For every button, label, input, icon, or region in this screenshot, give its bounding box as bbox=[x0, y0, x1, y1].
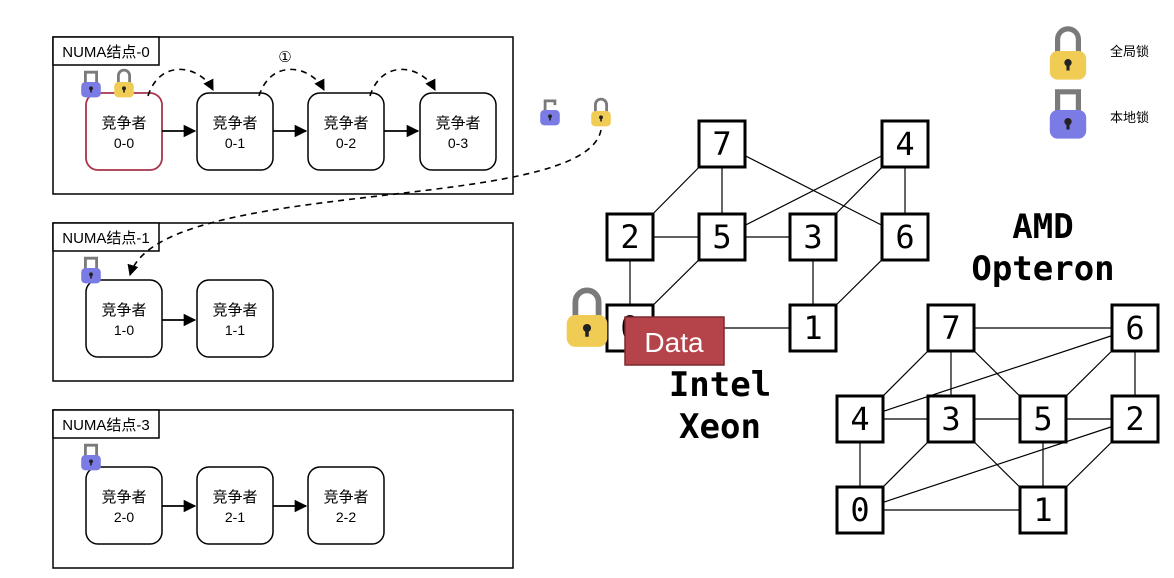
intel-xeon-topology: 7 4 2 5 3 6 0 1 Data Intel Xeon bbox=[567, 119, 930, 447]
handoff-arrow bbox=[258, 68, 325, 97]
global-lock-icon bbox=[589, 97, 613, 128]
numa-panel-0: NUMA结点-0 竞争者 0-0 竞争者 0-1 竞争者 0-2 竞争者 0-3… bbox=[52, 36, 514, 195]
global-lock-icon bbox=[567, 290, 608, 347]
node-id: 1-0 bbox=[114, 322, 134, 338]
amd-node-3 bbox=[926, 394, 976, 444]
contender-node-1-1 bbox=[196, 279, 274, 358]
local-lock-icon bbox=[79, 70, 103, 99]
contender-node-1-0 bbox=[85, 279, 163, 358]
amd-node-7 bbox=[926, 303, 976, 353]
numa-panel-title: NUMA结点-1 bbox=[62, 230, 150, 247]
intel-node-1 bbox=[788, 303, 838, 353]
node-label: 竞争者 bbox=[101, 114, 146, 132]
node-number: 2 bbox=[620, 218, 639, 256]
node-label: 竞争者 bbox=[101, 301, 146, 319]
contender-node-0-3 bbox=[419, 92, 497, 171]
node-number: 5 bbox=[1033, 400, 1052, 438]
node-id: 0-2 bbox=[336, 135, 356, 151]
node-label: 竞争者 bbox=[435, 114, 480, 132]
amd-opteron-topology: AMD Opteron 7 6 4 3 bbox=[835, 207, 1160, 535]
node-id: 2-2 bbox=[336, 509, 356, 525]
intel-node-6 bbox=[880, 212, 930, 262]
node-number: 1 bbox=[1033, 491, 1052, 529]
amd-label: Opteron bbox=[971, 249, 1114, 289]
handoff-arrow bbox=[147, 68, 214, 97]
node-number: 1 bbox=[803, 309, 822, 347]
node-id: 1-1 bbox=[225, 322, 245, 338]
node-label: 竞争者 bbox=[212, 114, 257, 132]
local-lock-icon bbox=[79, 256, 103, 285]
local-lock-icon bbox=[1050, 92, 1086, 139]
intel-node-5 bbox=[697, 212, 747, 262]
intel-node-2 bbox=[605, 212, 655, 262]
numa-panel-3: NUMA结点-3 竞争者 2-0 竞争者 2-1 竞争者 2-2 bbox=[52, 409, 514, 569]
node-id: 0-3 bbox=[448, 135, 468, 151]
node-number: 4 bbox=[850, 400, 869, 438]
amd-label: AMD bbox=[1012, 207, 1073, 247]
intel-node-7 bbox=[697, 119, 747, 169]
node-number: 6 bbox=[895, 218, 914, 256]
local-lock-icon bbox=[79, 443, 103, 472]
global-lock-icon bbox=[1050, 29, 1086, 80]
legend: 全局锁 本地锁 bbox=[1050, 29, 1149, 139]
node-number: 6 bbox=[1125, 309, 1144, 347]
node-label: 竞争者 bbox=[212, 488, 257, 506]
node-number: 4 bbox=[895, 125, 914, 163]
node-label: 竞争者 bbox=[323, 488, 368, 506]
amd-node-4 bbox=[835, 394, 885, 444]
data-label: Data bbox=[644, 327, 704, 358]
node-number: 0 bbox=[850, 491, 869, 529]
numa-panel-title: NUMA结点-3 bbox=[62, 417, 150, 434]
local-lock-open-icon bbox=[538, 99, 562, 127]
contender-node-2-2 bbox=[307, 466, 385, 545]
amd-node-5 bbox=[1018, 394, 1068, 444]
node-number: 2 bbox=[1125, 400, 1144, 438]
node-label: 竞争者 bbox=[101, 488, 146, 506]
amd-node-2 bbox=[1110, 394, 1160, 444]
intel-node-3 bbox=[788, 212, 838, 262]
amd-node-1 bbox=[1018, 485, 1068, 535]
legend-local-lock-label: 本地锁 bbox=[1110, 110, 1149, 125]
node-id: 2-1 bbox=[225, 509, 245, 525]
intel-label: Xeon bbox=[679, 407, 761, 447]
node-id: 0-0 bbox=[114, 135, 134, 151]
data-box bbox=[624, 316, 725, 366]
numa-panel-title: NUMA结点-0 bbox=[62, 44, 150, 61]
numa-panel-1: NUMA结点-1 竞争者 1-0 竞争者 1-1 bbox=[52, 222, 514, 382]
node-number: 7 bbox=[712, 125, 731, 163]
global-lock-icon bbox=[112, 68, 136, 99]
intel-node-4 bbox=[880, 119, 930, 169]
node-label: 竞争者 bbox=[212, 301, 257, 319]
node-id: 0-1 bbox=[225, 135, 245, 151]
intel-label: Intel bbox=[669, 365, 771, 405]
node-id: 2-0 bbox=[114, 509, 134, 525]
node-number: 3 bbox=[941, 400, 960, 438]
handoff-arrow bbox=[369, 68, 436, 97]
node-number: 3 bbox=[803, 218, 822, 256]
step-marker: ① bbox=[278, 49, 291, 66]
legend-global-lock-label: 全局锁 bbox=[1110, 44, 1149, 59]
node-number: 5 bbox=[712, 218, 731, 256]
node-number: 7 bbox=[941, 309, 960, 347]
amd-node-6 bbox=[1110, 303, 1160, 353]
amd-node-0 bbox=[835, 485, 885, 535]
node-label: 竞争者 bbox=[323, 114, 368, 132]
